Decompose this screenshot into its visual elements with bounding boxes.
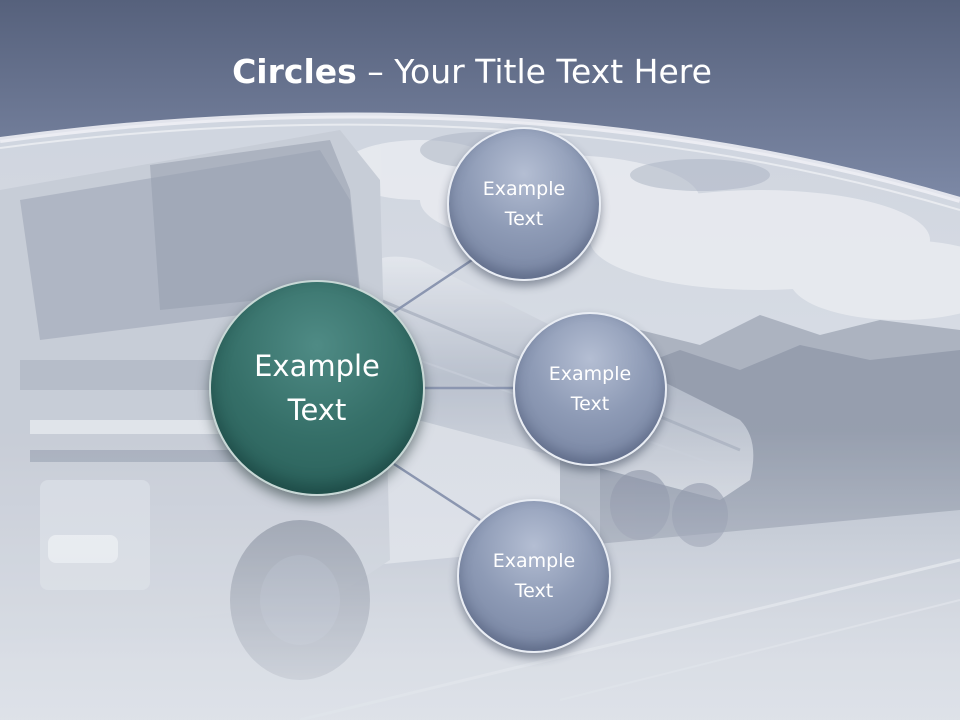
connector-bottom <box>393 462 481 522</box>
slide-title: Circles – Your Title Text Here <box>0 52 944 91</box>
satellite-bottom-line1: Example <box>492 550 576 572</box>
satellite-top-line2: Text <box>504 208 544 230</box>
satellite-circle-middle[interactable]: Example Text <box>513 312 667 466</box>
center-circle-line1: Example <box>254 349 380 383</box>
center-circle[interactable]: Example Text <box>209 280 425 496</box>
title-bold: Circles <box>232 52 357 91</box>
title-rest: – Your Title Text Here <box>356 52 712 91</box>
satellite-middle-line2: Text <box>570 393 610 415</box>
satellite-top-line1: Example <box>482 178 566 200</box>
satellite-circle-bottom[interactable]: Example Text <box>457 499 611 653</box>
satellite-circle-top[interactable]: Example Text <box>447 127 601 281</box>
connector-top <box>393 256 476 314</box>
center-circle-line2: Text <box>287 393 347 427</box>
satellite-middle-line1: Example <box>548 363 632 385</box>
satellite-bottom-line2: Text <box>514 580 554 602</box>
